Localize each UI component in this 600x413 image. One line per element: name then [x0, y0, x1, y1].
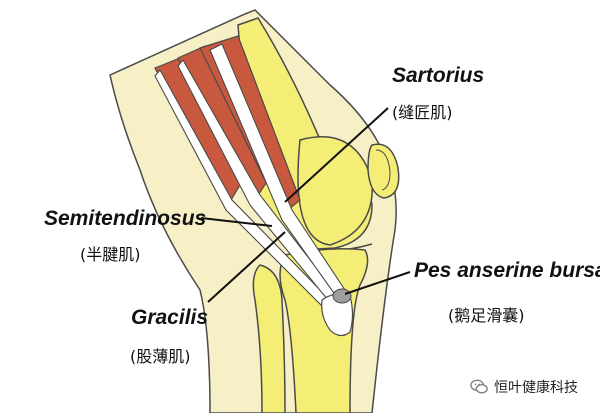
gracilis-chinese-label: (股薄肌)	[130, 347, 191, 366]
bursa-chinese-label: (鹅足滑囊)	[448, 306, 525, 325]
semitendinosus-leader	[200, 217, 273, 227]
femoral-condyle	[297, 136, 374, 246]
bursa-label: Pes anserine bursa	[414, 259, 600, 282]
patella-bone	[367, 143, 400, 199]
watermark: 恒叶健康科技	[470, 377, 578, 397]
bursa-leader	[344, 271, 411, 295]
fibula-bone	[252, 264, 286, 413]
watermark-text: 恒叶健康科技	[494, 380, 578, 396]
gracilis-label: Gracilis	[131, 306, 209, 329]
semitendinosus-label: Semitendinosus	[44, 207, 207, 230]
semitendinosus-chinese-label: (半腱肌)	[80, 245, 141, 264]
sartorius-chinese-label: (缝匠肌)	[392, 103, 453, 122]
pes-anserine-bursa	[332, 288, 352, 304]
gracilis-leader	[207, 231, 286, 303]
wechat-icon	[470, 379, 488, 394]
sartorius-leader	[284, 107, 389, 203]
sartorius-label: Sartorius	[392, 64, 485, 87]
